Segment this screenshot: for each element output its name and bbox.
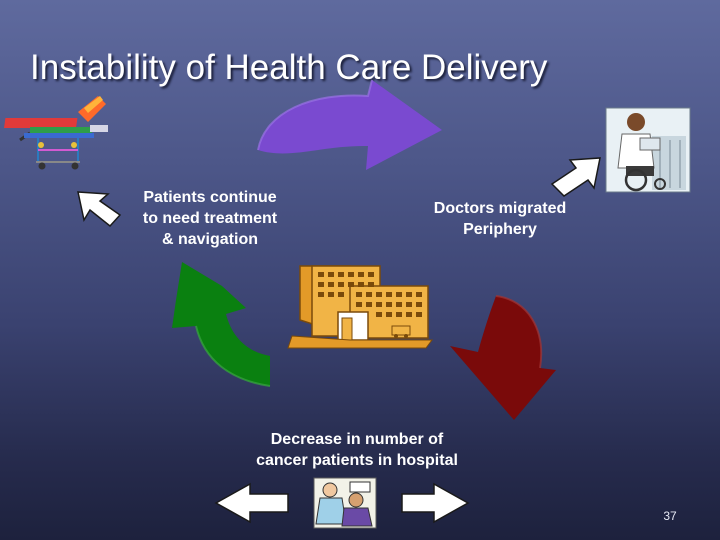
left-arrow-icon bbox=[214, 482, 289, 524]
label-doctors-migrated: Doctors migrated Periphery bbox=[433, 200, 567, 238]
right-arrow-icon bbox=[401, 482, 470, 524]
label-decrease-cancer-patients: Decrease in number of cancer patients in… bbox=[256, 431, 458, 469]
cycle-arrow-green bbox=[172, 262, 271, 387]
hospital-building-icon bbox=[287, 265, 433, 349]
stretcher-icon bbox=[4, 96, 108, 170]
doctor-wheelchair-icon bbox=[605, 107, 691, 193]
cycle-arrow-darkred bbox=[450, 295, 556, 420]
pointer-arrow-patients bbox=[77, 191, 122, 228]
cycle-arrow-purple bbox=[257, 79, 442, 170]
building-windows bbox=[318, 272, 422, 317]
label-patients-need-treatment: Patients continue to need treatment & na… bbox=[142, 189, 278, 248]
pointer-arrow-doctor bbox=[550, 157, 601, 197]
doctor-patient-icon bbox=[313, 477, 377, 529]
slide-page-number: 37 bbox=[663, 509, 677, 523]
slide-title: Instability of Health Care Delivery bbox=[30, 48, 548, 87]
